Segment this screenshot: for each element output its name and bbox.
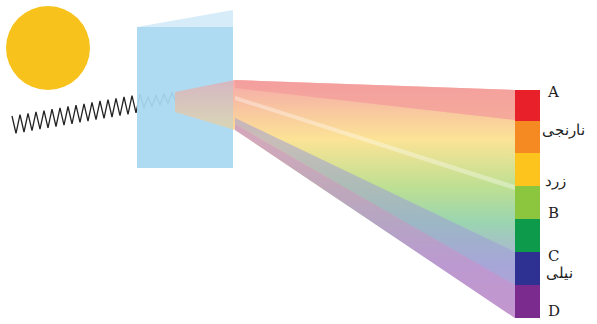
prism-overlay bbox=[137, 27, 233, 168]
color-label: D bbox=[548, 304, 560, 319]
color-label: C bbox=[548, 249, 559, 264]
orange-swatch bbox=[515, 121, 540, 153]
sun bbox=[6, 6, 90, 90]
color-label: نیلی bbox=[546, 266, 573, 281]
color-label: A bbox=[548, 85, 559, 100]
color-label: نارنجی bbox=[542, 123, 585, 138]
green-swatch bbox=[515, 219, 540, 252]
red-ray bbox=[235, 80, 515, 120]
color-label: B bbox=[548, 206, 559, 221]
yellowgreen-swatch bbox=[515, 186, 540, 219]
prism-front bbox=[137, 27, 233, 168]
indigo-ray bbox=[235, 118, 515, 285]
violet-swatch bbox=[515, 285, 540, 318]
color-label: زرد bbox=[545, 174, 566, 189]
yellow-swatch bbox=[515, 153, 540, 186]
prism-top bbox=[137, 10, 233, 27]
red-swatch bbox=[515, 90, 540, 121]
indigo-swatch bbox=[515, 252, 540, 285]
violet-ray bbox=[235, 124, 515, 318]
